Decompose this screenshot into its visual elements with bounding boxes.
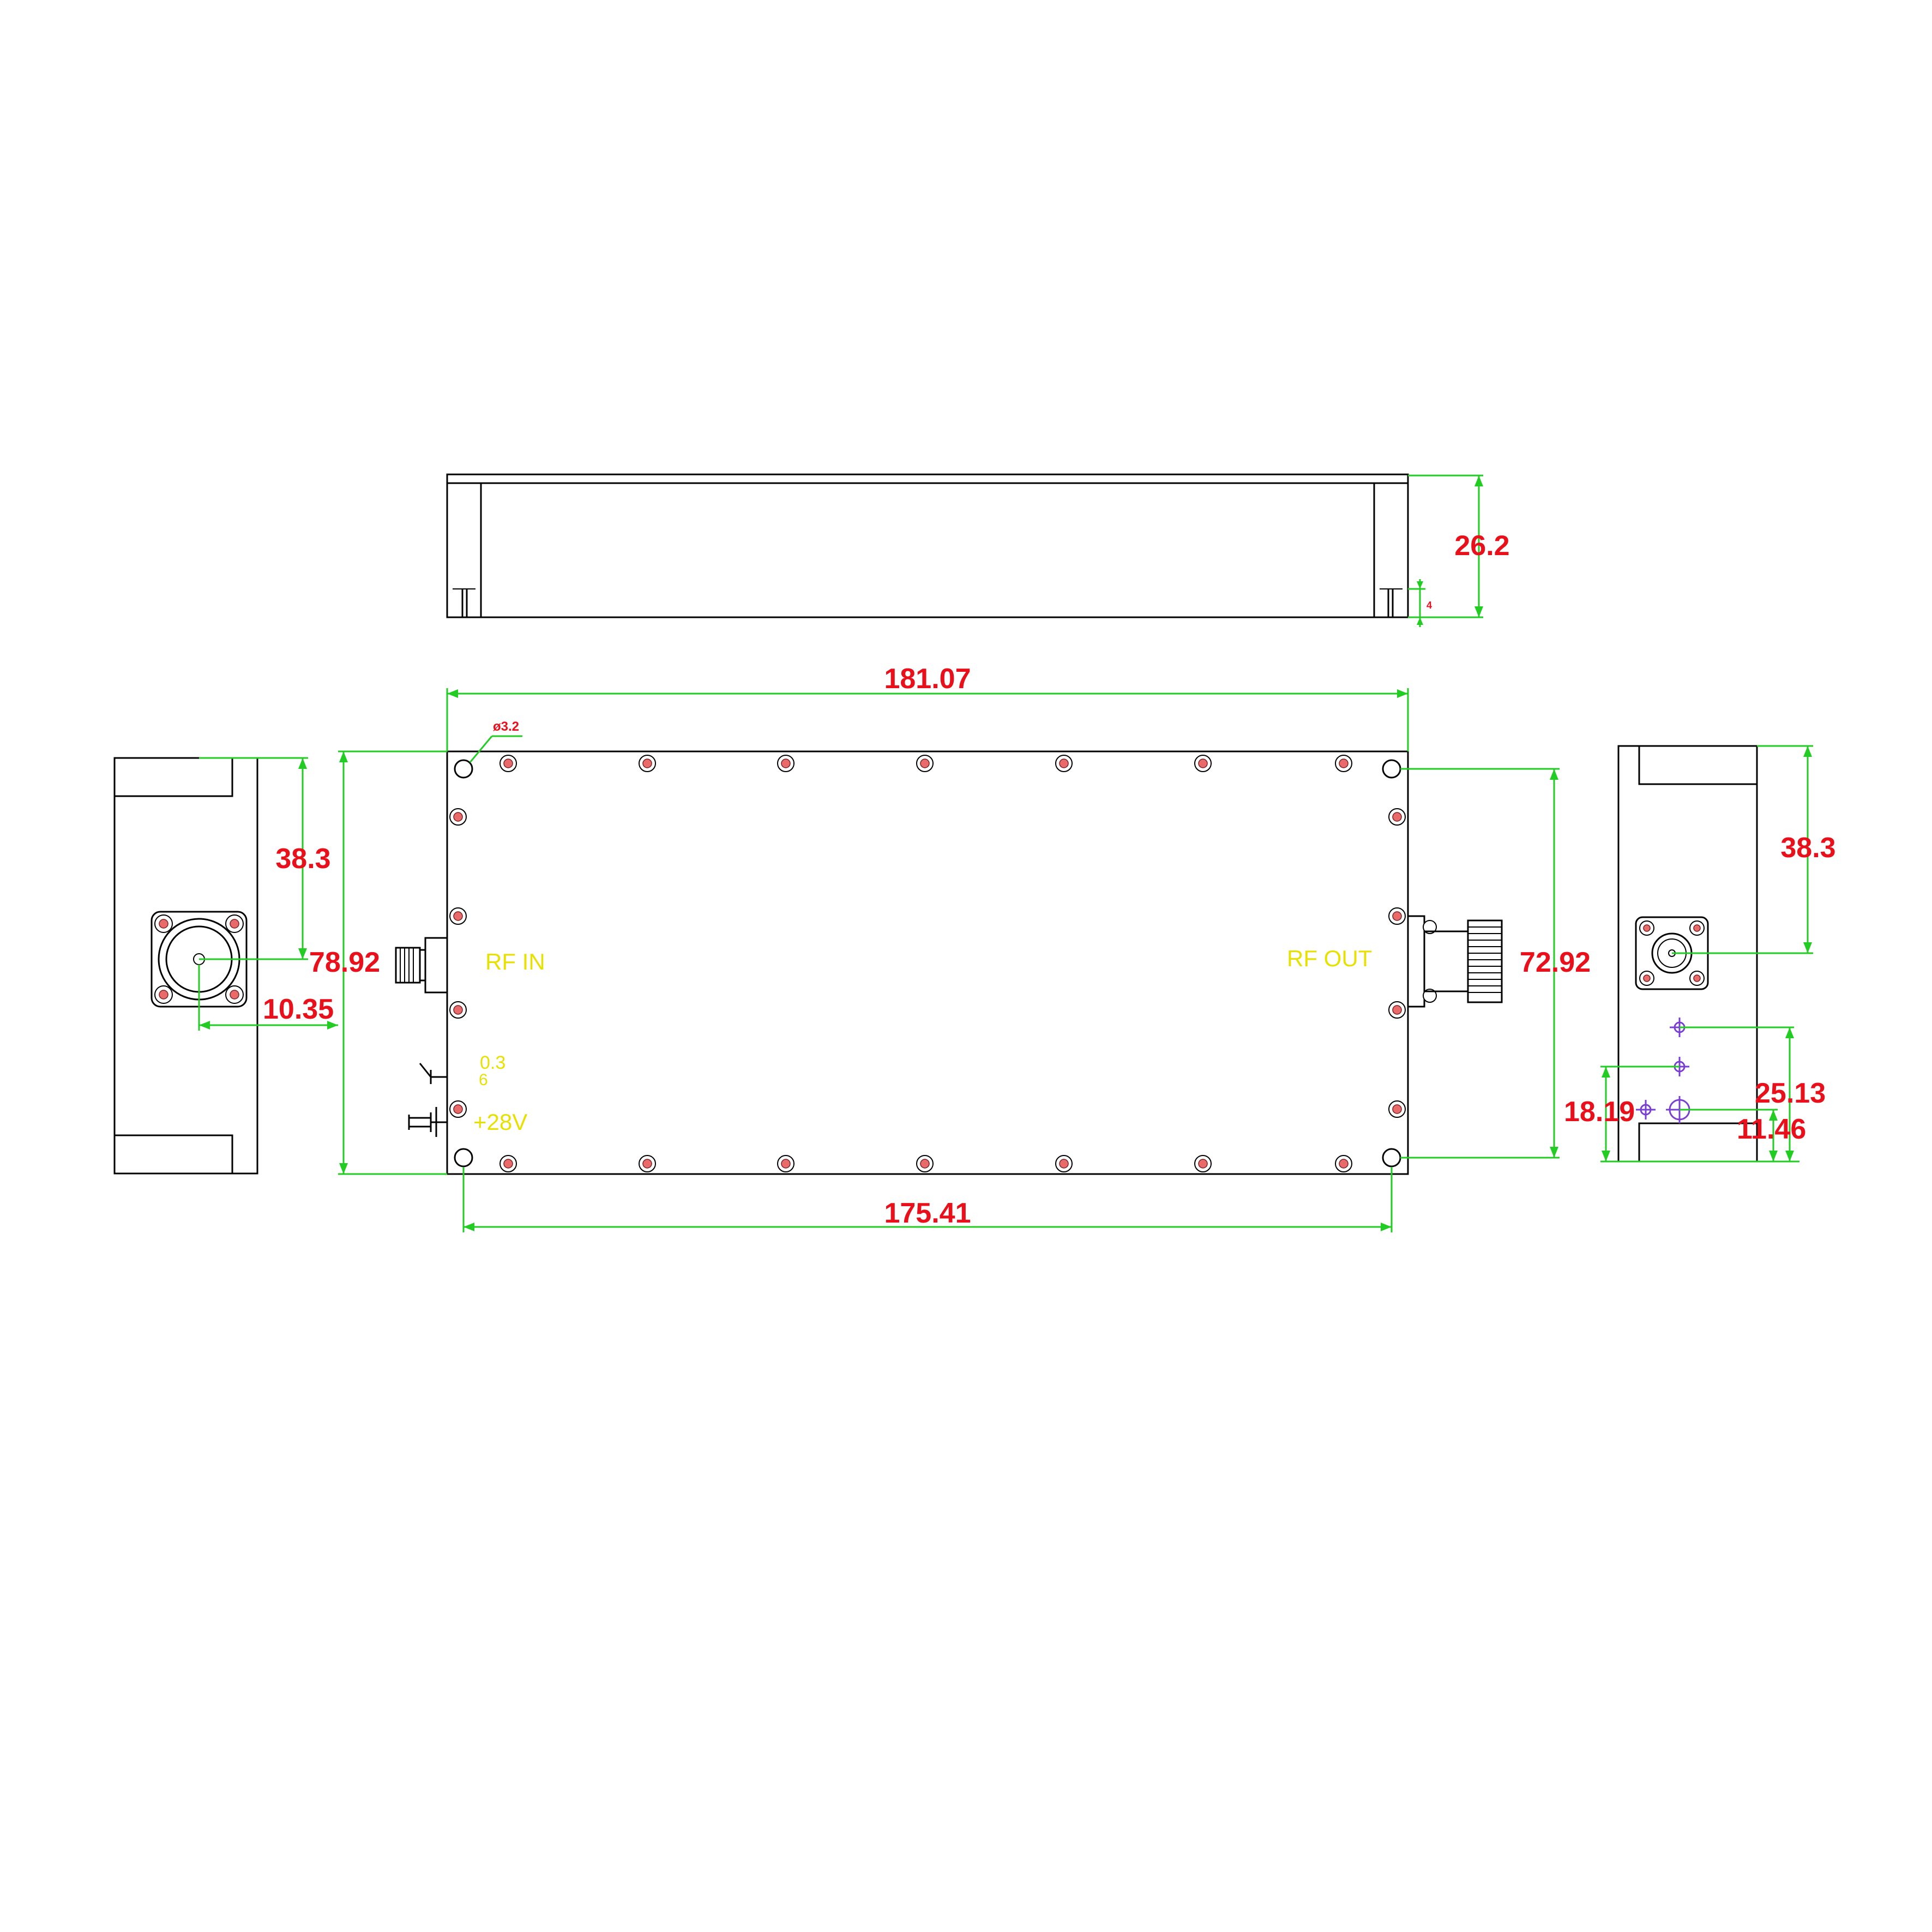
dim-top-step: 4	[1408, 579, 1432, 627]
cover-screw-head	[453, 911, 463, 921]
dim-right-holes: 25.13 11.46 18.19	[1564, 1026, 1826, 1163]
hole-pitch-width-label: 72.92	[1520, 947, 1591, 978]
rf-in-label: RF IN	[485, 949, 545, 974]
rf-out-flange-screw-top	[1423, 920, 1437, 934]
left-view-body	[113, 757, 258, 1175]
top-height-label: 26.2	[1454, 530, 1509, 562]
cover-screw-head	[1059, 1159, 1069, 1169]
left-view-bottom-rail	[113, 1134, 233, 1175]
left-connector-height-label: 38.3	[275, 843, 330, 875]
dim-overall-length: 181.07	[446, 663, 1409, 751]
right-hole-b-label: 18.19	[1564, 1096, 1635, 1128]
cover-screw-head	[1392, 1005, 1402, 1015]
cover-screw-head	[453, 1104, 463, 1114]
dim-right-connector-height: 38.3	[1672, 745, 1836, 954]
cover-screw-head	[453, 812, 463, 822]
overall-length-label: 181.07	[884, 663, 971, 695]
top-step-label: 4	[1427, 600, 1432, 611]
right-view-top-rail	[1638, 745, 1758, 785]
top-view-left-flange	[446, 482, 482, 618]
right-hole-c-label: 11.46	[1737, 1114, 1806, 1145]
dim-overall-width: 78.92	[309, 750, 447, 1175]
cover-screw-head	[920, 1159, 930, 1169]
cover-screws	[449, 755, 1406, 1172]
right-connector-height-label: 38.3	[1780, 832, 1835, 864]
rf-in-connector	[395, 937, 448, 994]
cover-screw-head	[1392, 911, 1402, 921]
cover-screw-head	[920, 759, 930, 768]
cover-screw-head	[1392, 812, 1402, 822]
dim-hole-pitch-length: 175.41	[462, 1167, 1393, 1232]
rf-in-flange	[424, 937, 448, 994]
cover-screw-head	[1198, 1159, 1208, 1169]
left-view-top-rail	[113, 757, 233, 797]
cover-screw-head	[453, 1005, 463, 1015]
rf-out-connector	[1407, 915, 1503, 1008]
cover-screw-head	[1059, 759, 1069, 768]
rf-out-body	[1423, 930, 1469, 992]
small-label-a: 0.3	[480, 1052, 505, 1073]
top-view-right-flange	[1373, 482, 1409, 618]
hole-diameter-label: ø3.2	[493, 719, 519, 734]
rf-out-label: RF OUT	[1287, 946, 1372, 971]
rf-out-flange	[1407, 915, 1425, 1008]
right-hole-a-label: 25.13	[1755, 1078, 1826, 1109]
right-view-feedthrough-marks	[1636, 1018, 1693, 1123]
cover-screw-head	[642, 1159, 652, 1169]
cover-screw-head	[1339, 759, 1349, 768]
dim-left-connector-height: 38.3	[199, 757, 331, 960]
small-label-b: 6	[479, 1071, 488, 1089]
mounting-hole-bottom-left	[454, 1148, 473, 1167]
overall-width-label: 78.92	[309, 947, 380, 978]
rf-out-thread	[1467, 919, 1503, 1003]
dim-top-height: 26.2	[1408, 474, 1510, 618]
hole-pitch-length-label: 175.41	[884, 1197, 971, 1229]
feedthrough-pins	[408, 1063, 447, 1137]
cover-screw-head	[1339, 1159, 1349, 1169]
rf-out-flange-screw-bottom	[1423, 989, 1437, 1003]
dim-left-connector-offset: 10.35	[198, 965, 338, 1031]
left-connector-offset-label: 10.35	[263, 994, 334, 1025]
cover-screw-head	[781, 759, 791, 768]
cover-screw-head	[781, 1159, 791, 1169]
mounting-hole-top-right	[1382, 759, 1401, 779]
dim-hole-pitch-width: 72.92	[1400, 768, 1591, 1159]
cover-screw-head	[503, 759, 513, 768]
left-side-view	[113, 757, 258, 1175]
hole-callout-leader	[469, 736, 493, 763]
cover-screw-head	[642, 759, 652, 768]
top-view-body	[446, 473, 1409, 618]
main-view: RF IN RF OUT 0.3 6 +28V ø3.2	[395, 719, 1503, 1175]
top-view	[446, 473, 1409, 618]
cover-screw-head	[1392, 1104, 1402, 1114]
mounting-hole-bottom-right	[1382, 1148, 1401, 1167]
mounting-hole-top-left	[454, 759, 473, 779]
main-view-body	[446, 750, 1409, 1175]
cover-screw-head	[1198, 759, 1208, 768]
rf-in-thread	[395, 947, 421, 984]
cover-screw-head	[503, 1159, 513, 1169]
supply-label: +28V	[473, 1109, 527, 1135]
